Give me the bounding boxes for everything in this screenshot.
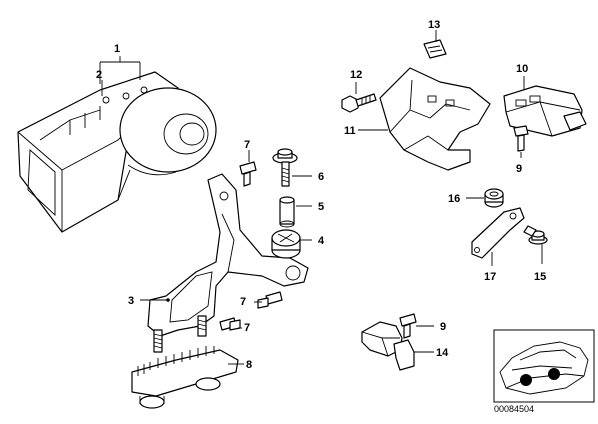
callout-14: 14 [436,347,449,359]
control-unit-bracket[interactable] [379,67,491,171]
callout-12: 12 [350,69,362,81]
screw-7a[interactable] [239,161,257,187]
sensor-unit[interactable] [361,321,415,371]
location-marker-rear [548,368,560,380]
screw-7c[interactable] [219,317,241,331]
callout-13: 13 [428,19,440,31]
screw-9a[interactable] [513,125,529,152]
diagram-reference-id: 00084504 [494,404,534,414]
mounting-bracket[interactable] [147,173,309,337]
abs-hydraulic-unit[interactable] [17,71,217,233]
bracket-studs [153,315,207,353]
callout-7c: 7 [244,322,250,334]
control-module[interactable] [503,85,587,137]
callout-1-leader [99,56,141,84]
callout-10: 10 [516,63,528,75]
screw-7b[interactable] [257,291,283,309]
callout-9a: 9 [516,163,522,175]
flange-screw-15[interactable] [523,225,548,245]
callout-7a: 7 [244,139,250,151]
callout-2: 2 [96,69,102,81]
callout-1: 1 [114,43,120,55]
callout-9b: 9 [440,321,446,333]
callout-11: 11 [344,125,356,137]
damper-pad[interactable] [131,346,239,409]
rubber-mount[interactable] [271,229,301,259]
location-marker-front [520,374,532,386]
bushing[interactable] [484,188,504,208]
callout-4: 4 [318,235,325,247]
spacer-sleeve[interactable] [279,196,295,228]
callout-15: 15 [534,271,546,283]
clip-nut[interactable] [423,39,447,59]
screw-9b[interactable] [399,313,417,339]
callout-6: 6 [318,171,324,183]
hex-bolt-12[interactable] [341,93,377,113]
flange-bolt[interactable] [272,148,298,187]
callout-8: 8 [246,359,252,371]
callout-16: 16 [448,193,460,205]
callout-7b: 7 [240,296,246,308]
callout-5: 5 [318,201,324,213]
sensor-bracket[interactable] [471,207,525,259]
vehicle-location-inset [493,329,595,403]
callout-17: 17 [484,271,496,283]
callout-3: 3 [128,295,134,307]
